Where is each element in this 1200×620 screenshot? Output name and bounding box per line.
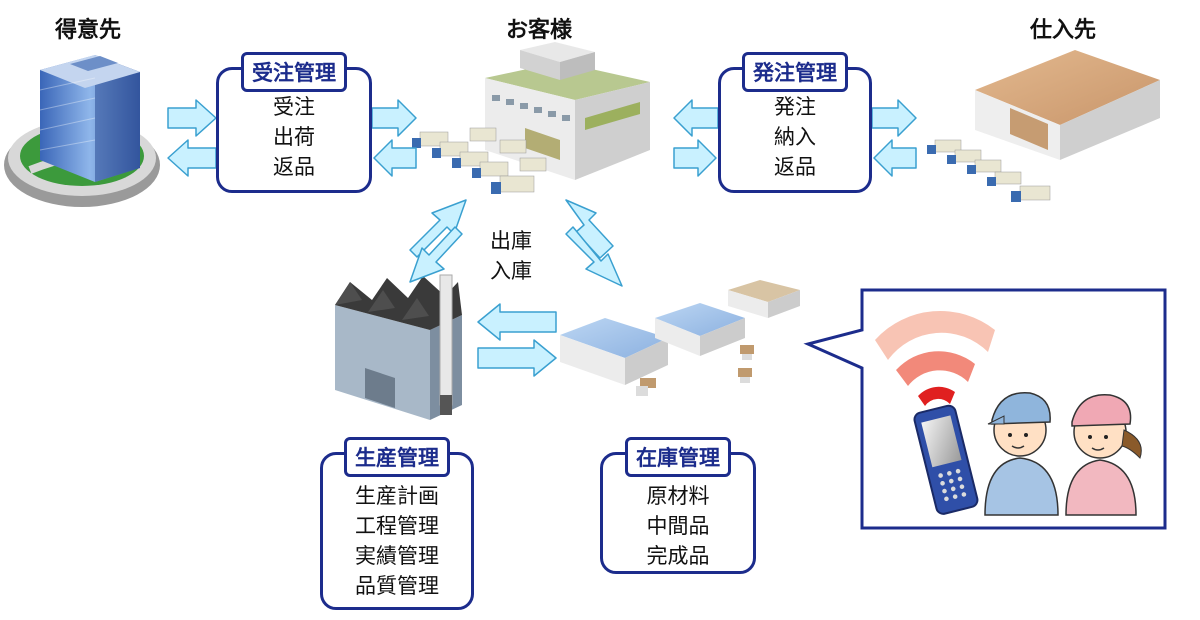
order-management-title: 受注管理	[241, 52, 347, 92]
production-item: 生産計画	[355, 484, 439, 508]
arrow-left	[373, 139, 417, 177]
order-item: 出荷	[273, 125, 315, 149]
production-item: 品質管理	[355, 574, 439, 598]
arrow-left	[477, 303, 557, 341]
inventory-management-title: 在庫管理	[625, 437, 731, 477]
label-our-customer: お客様	[506, 18, 573, 43]
shipping-receiving-label: 出庫 入庫	[490, 226, 532, 286]
order-item: 返品	[273, 155, 315, 179]
arrow-left	[167, 139, 217, 177]
label-customer-client: 得意先	[55, 18, 122, 43]
inventory-item: 完成品	[646, 544, 710, 568]
worker-blue	[984, 392, 1059, 516]
arrow-right	[167, 99, 217, 137]
supplier-warehouse	[975, 50, 1160, 160]
arrow-diagonal-down	[409, 226, 463, 283]
inventory-warehouses	[560, 280, 800, 396]
customer-warehouse	[485, 42, 650, 180]
purchase-management-title: 発注管理	[742, 52, 848, 92]
supplier-trucks	[927, 139, 1051, 202]
order-item: 受注	[273, 95, 315, 119]
worker-pink	[1065, 394, 1142, 516]
production-item: 実績管理	[355, 544, 439, 568]
flow-arrows	[167, 99, 917, 377]
arrow-right	[871, 99, 917, 137]
purchase-item: 返品	[774, 155, 816, 179]
arrow-diagonal-down	[565, 226, 623, 287]
production-management-box: 生産管理 生産計画 工程管理 実績管理 品質管理	[320, 437, 474, 610]
purchase-management-box: 発注管理 発注 納入 返品	[718, 52, 872, 193]
flow-item: 入庫	[490, 259, 532, 283]
order-management-box: 受注管理 受注 出荷 返品	[216, 52, 372, 193]
production-management-title: 生産管理	[344, 437, 450, 477]
arrow-right	[673, 139, 717, 177]
arrow-left	[673, 99, 719, 137]
arrow-right	[371, 99, 417, 137]
label-supplier: 仕入先	[1030, 18, 1097, 43]
arrow-right	[477, 339, 557, 377]
inventory-management-box: 在庫管理 原材料 中間品 完成品	[600, 437, 756, 574]
arrow-diagonal-up	[565, 199, 614, 259]
inventory-item: 原材料	[646, 484, 710, 508]
purchase-item: 発注	[774, 95, 816, 119]
purchase-item: 納入	[774, 125, 816, 149]
flow-item: 出庫	[490, 229, 532, 253]
customer-trucks	[412, 127, 547, 194]
production-item: 工程管理	[355, 514, 439, 538]
customer-office-building	[4, 55, 160, 207]
arrow-left	[873, 139, 917, 177]
factory-building	[335, 274, 462, 420]
inventory-item: 中間品	[646, 514, 710, 538]
handheld-scanner-bubble	[803, 288, 1167, 530]
